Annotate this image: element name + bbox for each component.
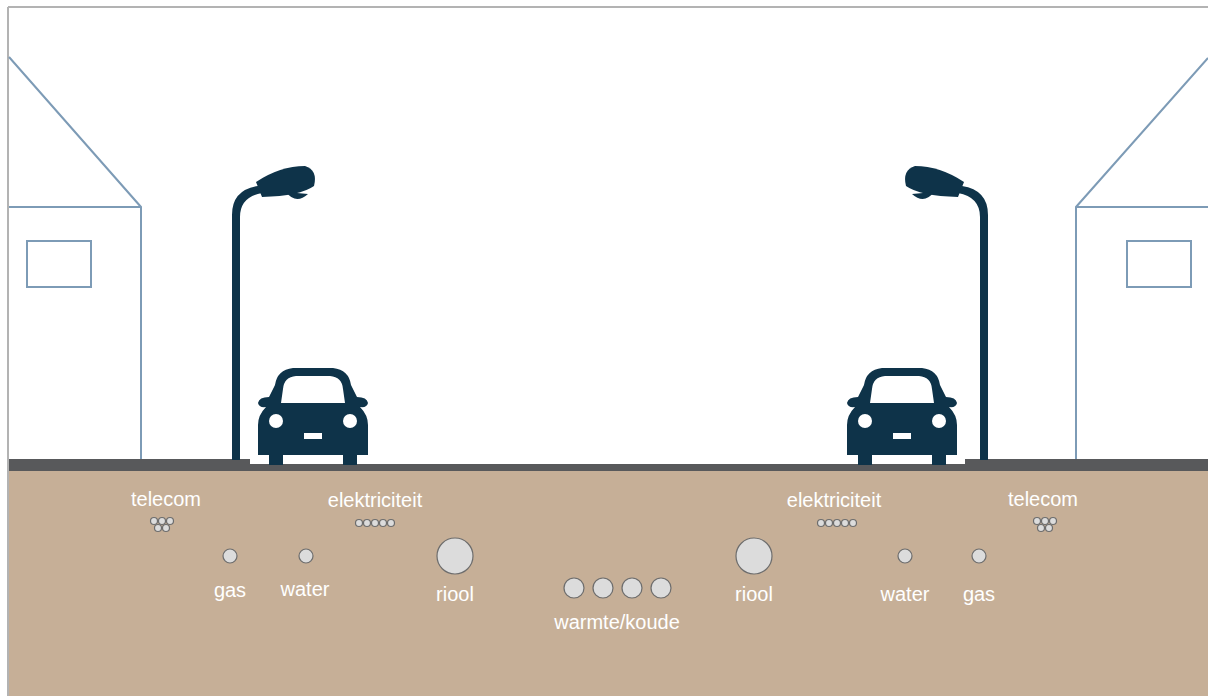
utility-label: riool <box>735 583 773 605</box>
utility-label: gas <box>963 583 995 605</box>
utility-label: water <box>881 583 930 605</box>
utility-label: telecom <box>131 488 201 510</box>
utility-label: warmte/koude <box>554 611 680 633</box>
utility-label: gas <box>214 579 246 601</box>
utility-label: elektriciteit <box>787 489 881 511</box>
utility-label: water <box>281 578 330 600</box>
utility-label: elektriciteit <box>328 489 422 511</box>
utility-label: riool <box>436 583 474 605</box>
utility-label: telecom <box>1008 488 1078 510</box>
